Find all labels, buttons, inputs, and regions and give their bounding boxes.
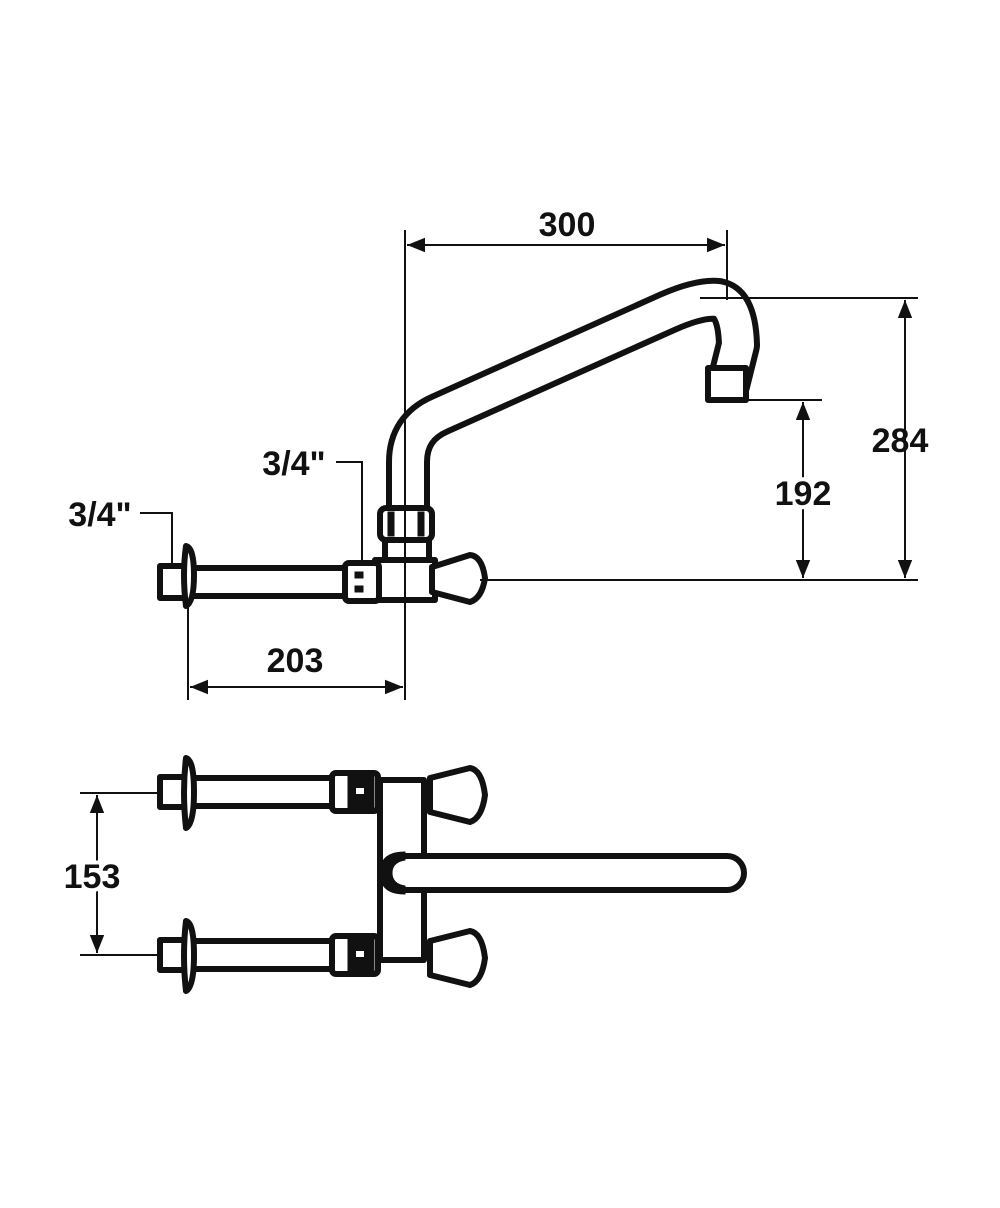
connection-label-body-inlet: 3/4" [262, 445, 325, 483]
coupling-detail [354, 571, 364, 579]
inlet-pipe [187, 565, 353, 599]
nut-detail [387, 511, 395, 537]
spout-swivel-ring [379, 851, 406, 895]
leader-line [140, 512, 173, 568]
leader-line [336, 461, 363, 566]
upper-inlet [157, 755, 488, 831]
dimension-label-outlet-height: 192 [775, 475, 832, 513]
wall-flange [181, 543, 197, 609]
connection-label-wall-inlet: 3/4" [68, 496, 131, 534]
nut-detail [417, 511, 425, 537]
wall-flange [181, 918, 197, 994]
dimension-label-inlet-centers: 153 [64, 858, 121, 896]
coupling-detail [356, 788, 364, 794]
dimension-label-spout-reach: 300 [539, 206, 596, 244]
valve-handle [429, 552, 488, 605]
spout-top [379, 853, 747, 893]
spout [386, 277, 760, 515]
coupling-detail [356, 951, 364, 957]
inlet-pipe [187, 775, 343, 809]
spout-outlet [705, 365, 749, 403]
valve-handle [427, 765, 488, 825]
wall-flange [181, 755, 197, 831]
dimension-label-wall-projection: 203 [267, 642, 324, 680]
lower-inlet [157, 918, 488, 994]
valve-handle [427, 928, 488, 988]
side-view: 300 284 192 203 3/4" 3/4" [68, 206, 928, 700]
dimension-label-overall-height: 284 [872, 422, 929, 460]
coupling-detail [354, 585, 364, 593]
top-view: 153 [60, 755, 747, 994]
pipe-coupling [342, 560, 382, 604]
inlet-pipe [187, 938, 343, 972]
